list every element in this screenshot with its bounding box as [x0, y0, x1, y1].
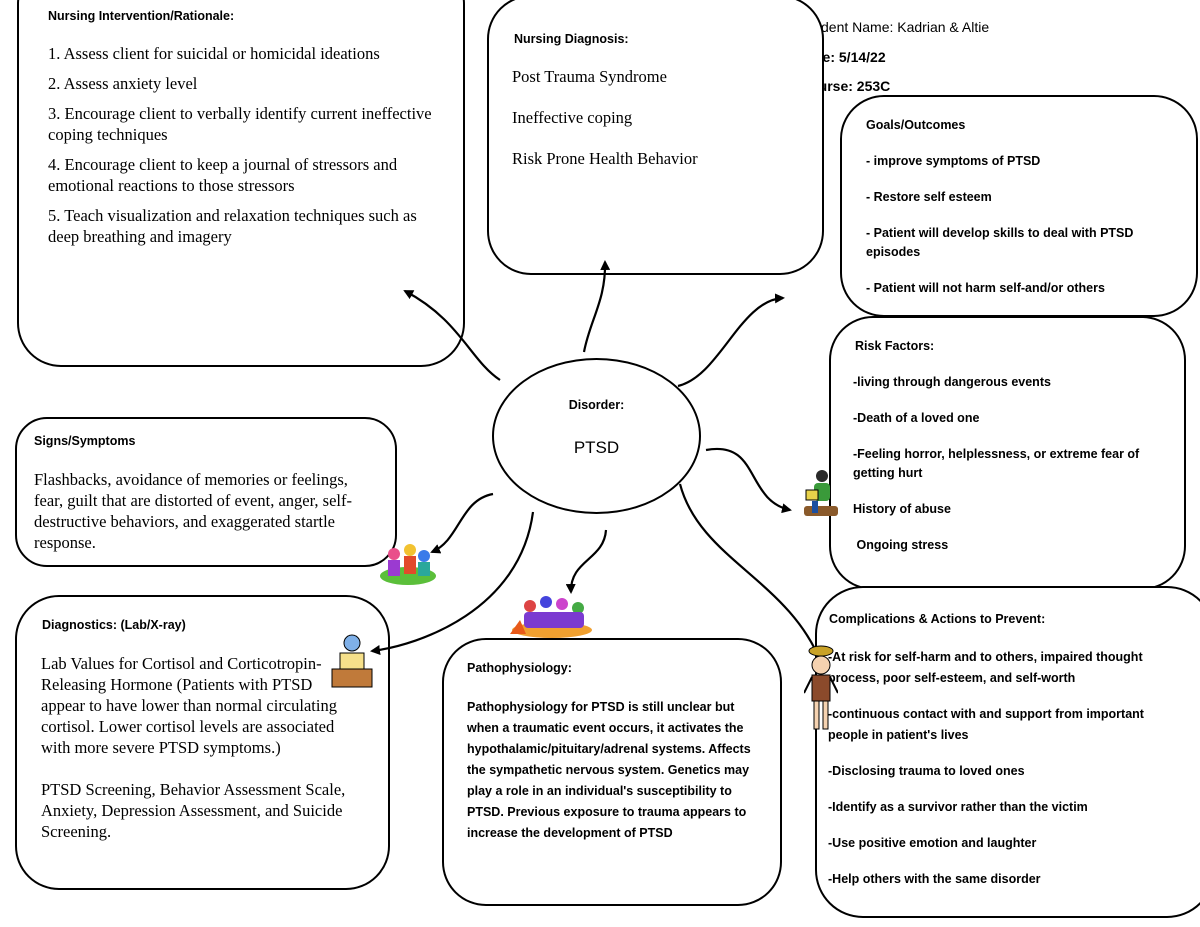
arrow-to-goals: [677, 293, 785, 388]
risks-heading: Risk Factors:: [855, 339, 935, 353]
goal-item: - Patient will develop skills to deal wi…: [866, 226, 1134, 259]
disorder-ellipse: Disorder: PTSD: [492, 358, 701, 514]
goal-item: - Restore self esteem: [866, 190, 992, 204]
person-at-desk-icon: [331, 634, 373, 688]
diagnostics-heading: Diagnostics: (Lab/X-ray): [42, 618, 186, 632]
arrow-to-signs: [430, 492, 494, 554]
interventions-box: Nursing Intervention/Rationale: 1. Asses…: [17, 0, 465, 367]
diagnosis-item: Ineffective coping: [512, 108, 633, 127]
diagnostics-paragraph: PTSD Screening, Behavior Assessment Scal…: [41, 780, 346, 841]
interventions-list: 1. Assess client for suicidal or homicid…: [48, 43, 448, 247]
diagnosis-heading: Nursing Diagnosis:: [514, 32, 629, 46]
risks-list: -living through dangerous events -Death …: [853, 373, 1163, 555]
signs-box: Signs/Symptoms Flashbacks, avoidance of …: [15, 417, 397, 567]
risks-box: Risk Factors: -living through dangerous …: [829, 316, 1186, 590]
complication-item: -Disclosing trauma to loved ones: [828, 764, 1025, 778]
goals-heading: Goals/Outcomes: [866, 118, 966, 132]
arrow-to-diagnostics: [370, 511, 535, 655]
intervention-item: 1. Assess client for suicidal or homicid…: [48, 44, 380, 63]
standing-person-icon: [804, 645, 838, 730]
arrow-to-complications: [678, 483, 824, 667]
risk-item: Ongoing stress: [853, 538, 949, 552]
reading-person-icon: [804, 470, 838, 516]
goals-box: Goals/Outcomes - improve symptoms of PTS…: [840, 95, 1198, 317]
diagnostics-paragraph: Lab Values for Cortisol and Corticotropi…: [41, 654, 337, 757]
patho-heading: Pathophysiology:: [467, 661, 572, 675]
risk-item: -Death of a loved one: [853, 411, 980, 425]
risk-item: -Feeling horror, helplessness, or extrem…: [853, 447, 1140, 480]
goal-item: - Patient will not harm self-and/or othe…: [866, 281, 1105, 295]
arrow-to-risks: [705, 447, 792, 514]
crowd-clipart-icon: [380, 544, 436, 585]
diagnosis-list: Post Trauma Syndrome Ineffective coping …: [512, 66, 802, 169]
diagnostics-text: Lab Values for Cortisol and Corticotropi…: [41, 653, 346, 842]
complications-list: -At risk for self-harm and to others, im…: [828, 647, 1158, 890]
goal-item: - improve symptoms of PTSD: [866, 154, 1041, 168]
disorder-name: PTSD: [573, 438, 620, 457]
diagnosis-item: Post Trauma Syndrome: [512, 67, 667, 86]
complication-item: -Use positive emotion and laughter: [828, 836, 1037, 850]
signs-heading: Signs/Symptoms: [34, 434, 136, 448]
student-name: Student Name: Kadrian & Altie: [800, 19, 990, 35]
interventions-heading: Nursing Intervention/Rationale:: [48, 9, 235, 23]
complication-item: -At risk for self-harm and to others, im…: [828, 650, 1143, 685]
group-clipart-icon: [510, 596, 592, 638]
risk-item: -living through dangerous events: [853, 375, 1051, 389]
disorder-heading: Disorder:: [568, 398, 625, 412]
diagnostics-box: Diagnostics: (Lab/X-ray) Lab Values for …: [15, 595, 390, 890]
patho-box: Pathophysiology: Pathophysiology for PTS…: [442, 638, 782, 906]
intervention-item: 3. Encourage client to verbally identify…: [48, 104, 432, 144]
intervention-item: 2. Assess anxiety level: [48, 74, 198, 93]
complication-item: -Identify as a survivor rather than the …: [828, 800, 1088, 814]
goals-list: - improve symptoms of PTSD - Restore sel…: [866, 152, 1166, 298]
patho-text: Pathophysiology for PTSD is still unclea…: [467, 700, 751, 840]
risk-item: History of abuse: [853, 502, 951, 516]
arrow-to-patho: [565, 529, 608, 594]
intervention-item: 5. Teach visualization and relaxation te…: [48, 206, 417, 246]
diagnosis-item: Risk Prone Health Behavior: [512, 149, 698, 168]
arrow-to-interventions: [403, 290, 501, 381]
complications-box: Complications & Actions to Prevent: -At …: [815, 586, 1200, 918]
signs-text: Flashbacks, avoidance of memories or fee…: [34, 470, 353, 552]
complication-item: -continuous contact with and support fro…: [828, 707, 1144, 742]
complications-heading: Complications & Actions to Prevent:: [829, 612, 1046, 626]
diagnosis-box: Nursing Diagnosis: Post Trauma Syndrome …: [487, 0, 824, 275]
intervention-item: 4. Encourage client to keep a journal of…: [48, 155, 398, 195]
arrow-to-diagnosis: [582, 260, 611, 353]
complication-item: -Help others with the same disorder: [828, 872, 1041, 886]
